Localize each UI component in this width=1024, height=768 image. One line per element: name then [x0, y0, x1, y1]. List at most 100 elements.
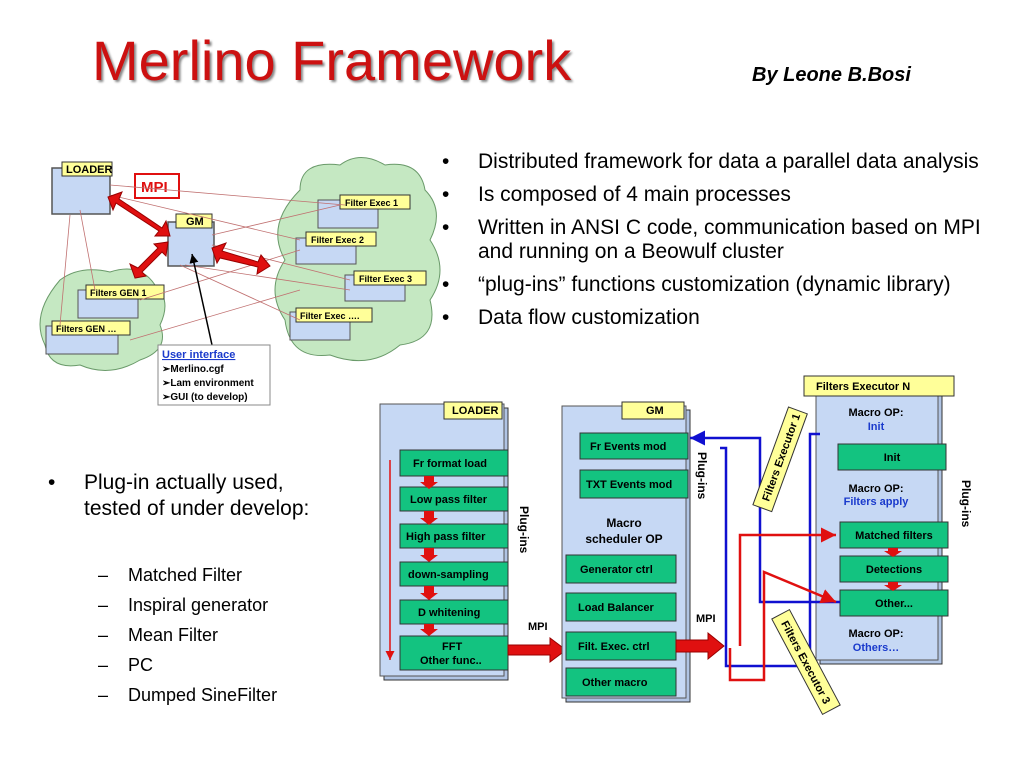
- loader-label: LOADER: [66, 164, 113, 176]
- fen-label: Filters Executor N: [816, 381, 910, 393]
- loader-step: Low pass filter: [399, 486, 509, 512]
- author-label: By Leone B.Bosi: [752, 64, 911, 86]
- filter-exec-label: Filter Exec 1: [345, 198, 398, 208]
- macro-op-label: Macro OP:: [848, 483, 903, 495]
- macro-op-label: Macro OP:: [848, 407, 903, 419]
- gm-panel-label: GM: [646, 405, 664, 417]
- filter-exec-node: Filter Exec ….: [289, 307, 373, 341]
- loader-step-label: FFT: [442, 641, 462, 653]
- fen-stage: Matched filters: [839, 521, 949, 549]
- mpi-label-box: MPI: [134, 173, 180, 199]
- filter-gen-node: Filters GEN …: [45, 320, 131, 355]
- loader-step: D whitening: [399, 599, 509, 625]
- svg-text:➢Merlino.cgf: ➢Merlino.cgf: [162, 364, 224, 375]
- loader-step-label: Low pass filter: [410, 494, 488, 506]
- user-interface-title: User interface: [162, 349, 235, 361]
- gm-label: GM: [186, 216, 204, 228]
- bullet-item: Data flow customization: [438, 306, 1018, 330]
- filter-gen-label: Filters GEN …: [56, 324, 117, 334]
- gm-module-label: Fr Events mod: [590, 441, 666, 453]
- gm-module-label: TXT Events mod: [586, 479, 672, 491]
- ui-item: Lam environment: [170, 378, 254, 389]
- macro-op-value: Filters apply: [844, 496, 910, 508]
- bullet-item: Written in ANSI C code, communication ba…: [438, 216, 1018, 264]
- sub-bullet-item: Inspiral generator: [88, 590, 277, 620]
- fen-stage-label: Matched filters: [855, 530, 933, 542]
- sub-bullet-item: Matched Filter: [88, 560, 277, 590]
- filter-exec-label: Filter Exec 3: [359, 274, 412, 284]
- bullet-item: “plug-ins” functions customization (dyna…: [438, 273, 1018, 297]
- gm-node: GM: [167, 213, 215, 267]
- step-arrows: [420, 476, 438, 636]
- gm-plugins-label: Plug-ins: [695, 452, 709, 500]
- plugin-sub-list: Matched Filter Inspiral generator Mean F…: [88, 560, 277, 710]
- loader-step-label: Other func..: [420, 655, 482, 667]
- plugin-bullet: Plug-in actually used, tested of under d…: [44, 470, 344, 522]
- gm-control-label: Load Balancer: [578, 602, 655, 614]
- gm-control-label: Other macro: [582, 677, 648, 689]
- mpi-arrows: [107, 191, 271, 279]
- sub-bullet-item: Mean Filter: [88, 620, 277, 650]
- dataflow-lines: [690, 430, 840, 682]
- filters-executor-n-panel: Filters Executor N Macro OP: Init Macro …: [803, 375, 973, 665]
- macro-op-value: Others…: [853, 642, 899, 654]
- gm-control: Other macro: [565, 667, 677, 697]
- loader-step: down-sampling: [399, 561, 509, 587]
- svg-text:➢GUI (to develop): ➢GUI (to develop): [162, 392, 248, 403]
- macro-label: scheduler OP: [585, 532, 662, 546]
- user-interface-box: User interface ➢Merlino.cgf ➢Lam environ…: [157, 344, 271, 406]
- bullet-item: Plug-in actually used, tested of under d…: [44, 470, 344, 522]
- filter-exec-node: Filter Exec 1: [317, 194, 411, 229]
- gm-module: Fr Events mod: [579, 432, 689, 460]
- loader-panel-label: LOADER: [452, 405, 499, 417]
- gm-control: Filt. Exec. ctrl: [565, 631, 677, 661]
- filter-exec-label: Filter Exec ….: [300, 311, 360, 321]
- fen-stage: Detections: [839, 555, 949, 583]
- loader-step-label: down-sampling: [408, 569, 489, 581]
- mpi-arrow-right: [675, 631, 725, 661]
- loader-step-label: High pass filter: [406, 531, 486, 543]
- fen-stage-arrows: [884, 548, 902, 591]
- sub-bullet-item: Dumped SineFilter: [88, 680, 277, 710]
- fen-stage-label: Other...: [875, 598, 913, 610]
- connection-lines: [59, 184, 351, 341]
- loader-step-label: D whitening: [418, 607, 480, 619]
- ui-item: GUI (to develop): [170, 392, 247, 403]
- gm-control-label: Filt. Exec. ctrl: [578, 641, 650, 653]
- gen-cluster-cloud: [39, 268, 166, 371]
- fen-plugins-label: Plug-ins: [959, 480, 973, 528]
- mpi-label-right: MPI: [696, 613, 716, 625]
- mpi-arrow-left: [507, 637, 567, 663]
- bullet-item: Distributed framework for data a paralle…: [438, 150, 1018, 174]
- bullet-item: Is composed of 4 main processes: [438, 183, 1018, 207]
- gm-control-label: Generator ctrl: [580, 564, 653, 576]
- filter-gen-node: Filters GEN 1: [77, 284, 165, 319]
- fen-stage: Other...: [839, 589, 949, 617]
- fen-stage-label: Detections: [866, 564, 922, 576]
- sub-bullet-item: PC: [88, 650, 277, 680]
- macro-op-label: Macro OP:: [848, 628, 903, 640]
- mpi-label-left: MPI: [528, 621, 548, 633]
- ui-item: Merlino.cgf: [170, 364, 224, 375]
- svg-text:➢Lam environment: ➢Lam environment: [162, 378, 254, 389]
- loader-step: FFT Other func..: [399, 635, 509, 671]
- filter-exec-node: Filter Exec 2: [295, 231, 377, 265]
- filter-exec-node: Filter Exec 3: [344, 270, 427, 302]
- mpi-label: MPI: [141, 179, 168, 196]
- gm-module: TXT Events mod: [579, 469, 689, 499]
- loader-step: High pass filter: [399, 523, 509, 549]
- gm-control: Load Balancer: [565, 592, 677, 622]
- filter-gen-label: Filters GEN 1: [90, 288, 147, 298]
- gm-control: Generator ctrl: [565, 554, 677, 584]
- feature-bullet-list: Distributed framework for data a paralle…: [438, 150, 1018, 339]
- macro-op-value: Init: [868, 421, 885, 433]
- slide-title: Merlino Framework: [92, 29, 572, 92]
- macro-label: Macro: [606, 516, 641, 530]
- fen-stage-label: Init: [884, 452, 901, 464]
- loader-step: Fr format load: [399, 449, 509, 477]
- loader-plugins-label: Plug-ins: [517, 506, 531, 554]
- loader-step-label: Fr format load: [413, 458, 487, 470]
- fen-stage: Init: [837, 443, 947, 471]
- loader-node: LOADER: [51, 161, 113, 215]
